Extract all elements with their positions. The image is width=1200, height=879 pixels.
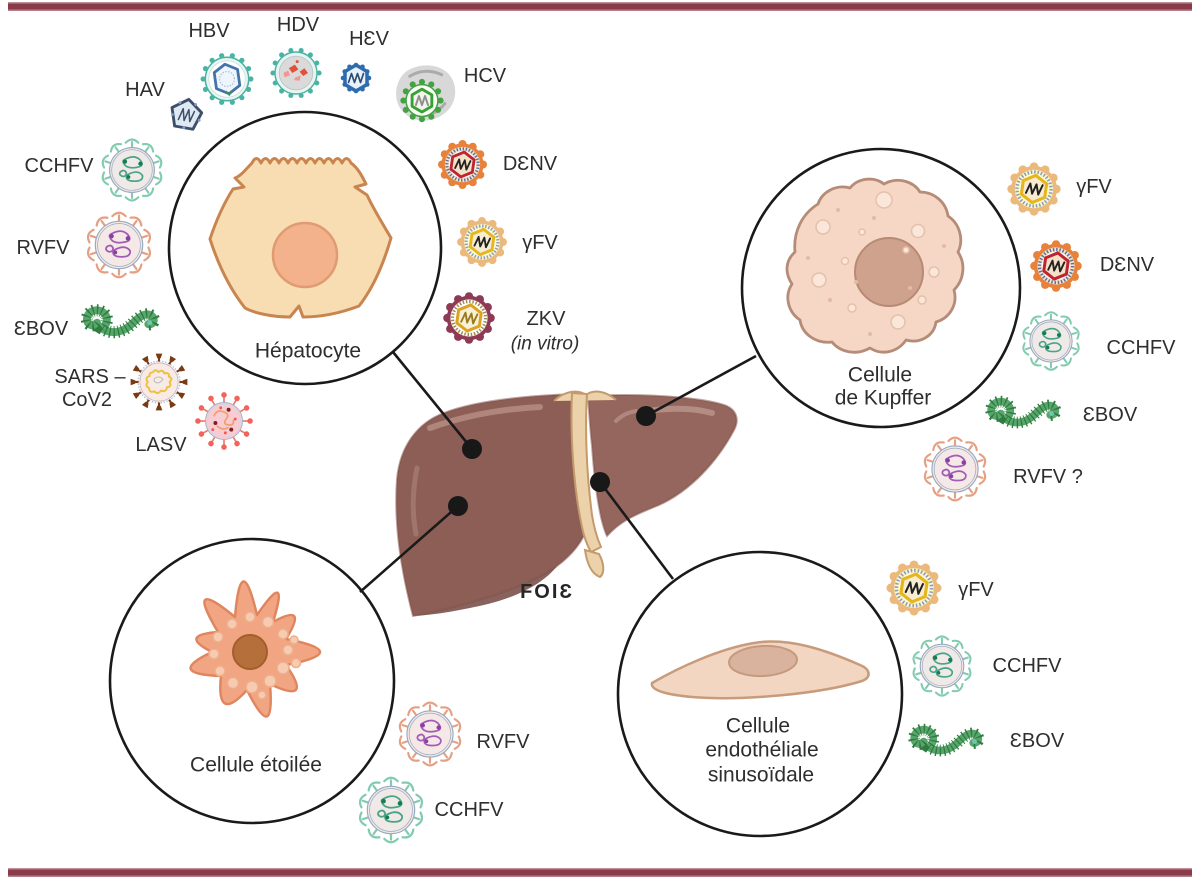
denv-label: DƐNV [502,153,558,175]
stellate-cchfv-virus-icon [357,776,425,844]
denv-virus-icon [437,139,488,190]
zkv-note-label: (in vitro) [510,333,580,355]
ebov-virus-icon [87,310,154,332]
endothelial-label-line2: endothéliale [705,738,819,762]
hepatocyte-label: Hépatocyte [254,339,362,363]
yfv-virus-icon [457,217,507,267]
zkv-virus-icon [443,292,495,344]
kupffer-ebov-virus-icon [991,402,1055,423]
endothelial-ebov-label: ƐBOV [1009,730,1065,752]
top-border-bar [8,2,1192,11]
sars-cov2-label-line2: CoV2 [61,389,113,411]
rvfv-virus-icon [85,211,153,279]
hdv-virus-icon [269,47,323,99]
kupffer-denv-virus-icon [1030,240,1082,292]
liver-label: FOIƐ [520,581,574,603]
hav-label: HAV [125,79,165,101]
stellate-label: Cellule étoilée [190,753,322,777]
hev-virus-icon [338,60,374,96]
hdv-label: HDV [276,14,320,36]
stellate-cell-illustration [189,580,321,718]
cchfv-virus-icon [100,138,164,202]
pointer-lines [359,351,757,593]
lasv-label: LASV [135,434,187,456]
hbv-virus-icon [199,51,255,107]
hepatocyte-cell-illustration [208,157,393,319]
hbv-label: HBV [188,20,230,42]
stellate-rvfv-virus-icon [397,701,463,767]
lasv-virus-icon [195,392,253,450]
kupffer-yfv-label: γFV [1076,176,1112,198]
yfv-label: γFV [522,232,558,254]
sars-cov2-label-line1: SARS – [54,366,126,388]
cchfv-label: CCHFV [24,155,94,177]
hcv-virus-icon [394,63,457,124]
kupffer-cchfv-label: CCHFV [1106,337,1176,359]
endothelial-label-line1: Cellule [725,714,791,738]
kupffer-ebov-label: ƐBOV [1082,404,1138,426]
kupffer-label-line2: de Kupffer [834,386,932,410]
bottom-border-bar [8,868,1192,877]
hcv-label: HCV [463,65,507,87]
kupffer-rvfv-label: RVFV ? [1013,466,1083,488]
sars-cov2-virus-icon [131,354,188,411]
ebov-label: ƐBOV [13,318,69,340]
endothelial-cell-illustration [650,640,870,700]
endothelial-cchfv-virus-icon [911,635,973,697]
endothelial-cchfv-label: CCHFV [992,655,1062,677]
stellate-cchfv-label: CCHFV [434,799,504,821]
kupffer-label-line1: Cellule [847,363,913,387]
pointer-dots [448,406,656,516]
endothelial-yfv-label: γFV [958,579,994,601]
hav-virus-icon [167,95,206,134]
kupffer-cell-illustration [785,177,965,354]
rvfv-label: RVFV [16,237,70,259]
kupffer-cchfv-virus-icon [1021,311,1081,371]
endothelial-ebov-virus-icon [914,730,978,751]
kupffer-rvfv-virus-icon [922,436,988,502]
kupffer-yfv-virus-icon [1007,162,1061,216]
kupffer-denv-label: DƐNV [1099,254,1155,276]
zkv-label: ZKV [526,308,566,330]
endothelial-label-line3: sinusoïdale [707,763,815,787]
hev-label: HƐV [349,28,389,50]
stellate-rvfv-label: RVFV [476,731,530,753]
liver-illustration [395,390,738,618]
endothelial-yfv-virus-icon [886,560,942,616]
falciform-ligament [553,390,617,579]
